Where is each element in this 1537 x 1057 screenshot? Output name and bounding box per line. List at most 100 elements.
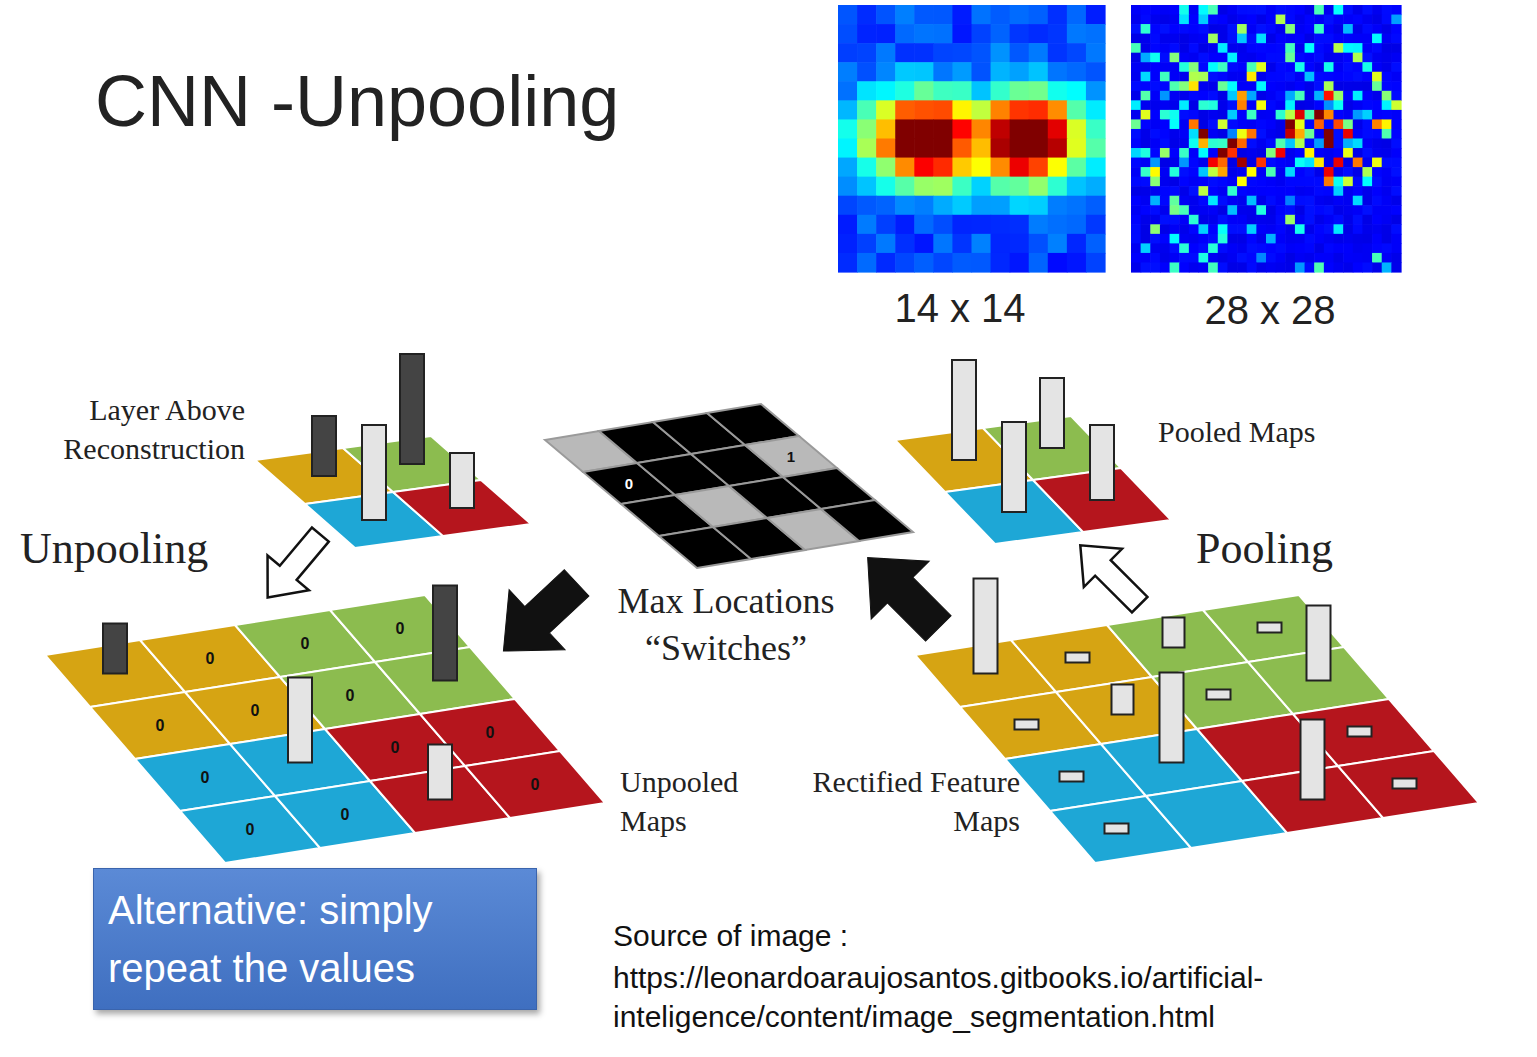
heatmap-pixel <box>1372 53 1382 63</box>
heatmap-pixel <box>1343 234 1353 244</box>
heatmap-pixel <box>1295 148 1305 158</box>
heatmap-pixel <box>1170 262 1180 272</box>
heatmap-pixel <box>1334 81 1344 91</box>
heatmap-pixel <box>1285 53 1295 63</box>
heatmap-pixel <box>1314 139 1324 149</box>
heatmap-pixel <box>1266 205 1276 215</box>
heatmap-pixel <box>1227 110 1237 120</box>
heatmap-pixel <box>1343 24 1353 34</box>
heatmap-pixel <box>1334 110 1344 120</box>
heatmap-pixel <box>1141 24 1151 34</box>
heatmap-pixel <box>876 100 896 120</box>
heatmap-pixel <box>857 62 877 82</box>
heatmap-pixel <box>1343 148 1353 158</box>
heatmap-pixel <box>1285 100 1295 110</box>
heatmap-pixel <box>1276 215 1286 225</box>
heatmap-pixel <box>1372 24 1382 34</box>
heatmap-pixel <box>1314 196 1324 206</box>
heatmap-pixel <box>1314 177 1324 187</box>
heatmap-pixel <box>1179 196 1189 206</box>
heatmap-pixel <box>1189 24 1199 34</box>
heatmap-pixel <box>1189 72 1199 82</box>
heatmap-pixel <box>1343 43 1353 53</box>
heatmap-pixel <box>1372 262 1382 272</box>
heatmap-pixel <box>1247 243 1257 253</box>
heatmap-pixel <box>1256 34 1266 44</box>
heatmap-pixel <box>1343 158 1353 168</box>
heatmap-pixel <box>1208 81 1218 91</box>
heatmap-pixel <box>1334 196 1344 206</box>
heatmap-pixel <box>1343 53 1353 63</box>
heatmap-pixel <box>1334 62 1344 72</box>
heatmap-pixel <box>1189 262 1199 272</box>
heatmap-pixel <box>1256 15 1266 25</box>
heatmap-pixel <box>952 81 972 101</box>
heatmap-pixel <box>1218 215 1228 225</box>
heatmap-pixel <box>1189 81 1199 91</box>
heatmap-pixel <box>1048 234 1068 254</box>
heatmap-pixel <box>933 119 953 139</box>
heatmap-pixel <box>1247 186 1257 196</box>
heatmap-pixel <box>1237 205 1247 215</box>
heatmap-pixel <box>1305 15 1315 25</box>
heatmap-pixel <box>1334 43 1344 53</box>
heatmap-pixel <box>1208 5 1218 15</box>
heatmap-pixel <box>933 234 953 254</box>
heatmap-pixel <box>1141 129 1151 139</box>
heatmap-pixel <box>1131 148 1141 158</box>
heatmap-pixel <box>1314 53 1324 63</box>
heatmap-pixel <box>857 43 877 63</box>
heatmap-pixel <box>1170 81 1180 91</box>
heatmap-pixel <box>1189 196 1199 206</box>
activation-bar <box>1090 425 1114 500</box>
heatmap-pixel <box>1199 158 1209 168</box>
heatmap-pixel <box>1208 91 1218 101</box>
heatmap-pixel <box>1305 100 1315 110</box>
heatmap-pixel <box>1382 91 1392 101</box>
heatmap-pixel <box>1391 100 1401 110</box>
heatmap-pixel <box>972 119 992 139</box>
heatmap-pixel <box>933 215 953 235</box>
heatmap-pixel <box>1247 262 1257 272</box>
heatmap-pixel <box>1141 81 1151 91</box>
heatmap-pixel <box>1086 177 1106 197</box>
heatmap-pixel <box>1276 91 1286 101</box>
heatmap-pixel <box>1324 196 1334 206</box>
heatmap-pixel <box>1362 15 1372 25</box>
heatmap-pixel <box>1010 158 1030 178</box>
heatmap-pixel <box>1199 224 1209 234</box>
heatmap-pixel <box>1382 24 1392 34</box>
heatmap-pixel <box>857 253 877 273</box>
heatmap-pixel <box>1218 34 1228 44</box>
heatmap-pixel <box>1266 158 1276 168</box>
heatmap-pixel <box>1237 234 1247 244</box>
heatmap-pixel <box>1295 110 1305 120</box>
heatmap-pixel <box>1266 53 1276 63</box>
heatmap-pixel <box>1266 167 1276 177</box>
pooled-map <box>895 416 1171 544</box>
heatmap-pixel <box>1179 262 1189 272</box>
heatmap-pixel <box>1305 24 1315 34</box>
zero-value: 0 <box>201 767 210 788</box>
heatmap-pixel <box>1179 224 1189 234</box>
heatmap-pixel <box>1208 43 1218 53</box>
heatmap-pixel <box>1305 262 1315 272</box>
heatmap-pixel <box>1208 234 1218 244</box>
heatmap-pixel <box>1285 24 1295 34</box>
heatmap-pixel <box>876 119 896 139</box>
heatmap-pixel <box>1314 224 1324 234</box>
heatmap-pixel <box>1160 91 1170 101</box>
heatmap-pixel <box>1285 243 1295 253</box>
heatmap-pixel <box>914 158 934 178</box>
heatmap-pixel <box>1305 139 1315 149</box>
note-text: Alternative: simply repeat the values <box>108 881 522 997</box>
heatmap-pixel <box>1141 110 1151 120</box>
heatmap-pixel <box>1266 72 1276 82</box>
activation-bar <box>1060 772 1084 782</box>
heatmap-pixel <box>1391 62 1401 72</box>
activation-bar <box>1307 606 1331 681</box>
heatmap-pixel <box>1179 15 1189 25</box>
unpooling-arrow <box>247 517 341 615</box>
heatmap-pixel <box>972 81 992 101</box>
heatmap-pixel <box>1353 243 1363 253</box>
